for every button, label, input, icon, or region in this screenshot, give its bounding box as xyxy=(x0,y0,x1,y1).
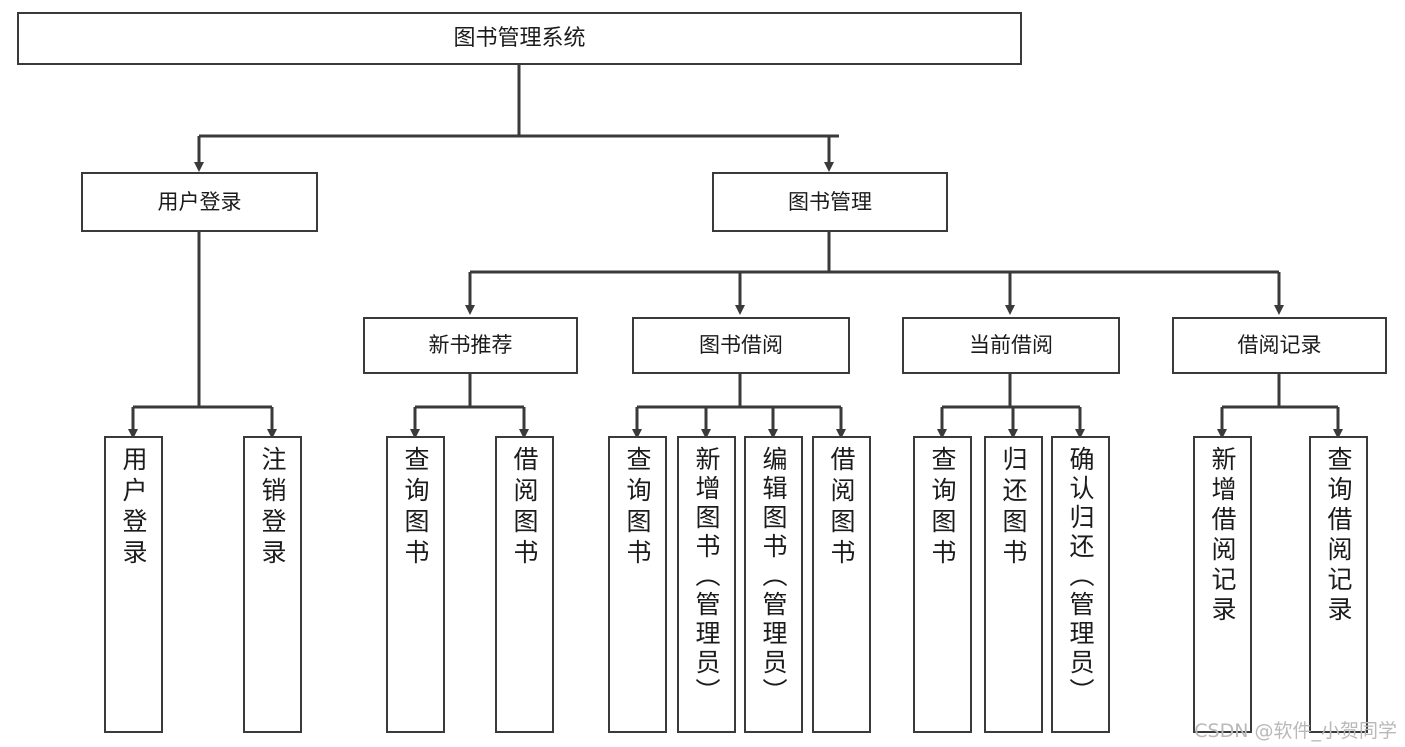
node-root-label: 图书管理系统 xyxy=(453,25,586,51)
leaf-borrow-record-query[interactable]: 查询借阅记录 xyxy=(1309,436,1368,733)
leaf-new-book-query[interactable]: 查询图书 xyxy=(386,436,445,733)
leaf-current-borrow-confirm[interactable]: 确认归还（管理员） xyxy=(1051,436,1110,733)
leaf-book-borrow-add[interactable]: 新增图书（管理员） xyxy=(677,436,736,733)
leaf-book-borrow-edit-label: 编辑图书（管理员） xyxy=(759,446,788,707)
leaf-book-borrow-borrow-label: 借阅图书 xyxy=(827,446,856,570)
node-new-book-recommend[interactable]: 新书推荐 xyxy=(363,317,578,374)
node-book-management[interactable]: 图书管理 xyxy=(712,172,948,232)
leaf-current-borrow-query[interactable]: 查询图书 xyxy=(913,436,972,733)
node-book-management-label: 图书管理 xyxy=(788,189,872,214)
leaf-borrow-record-add[interactable]: 新增借阅记录 xyxy=(1193,436,1252,733)
node-new-book-recommend-label: 新书推荐 xyxy=(428,333,513,358)
leaf-book-borrow-borrow[interactable]: 借阅图书 xyxy=(812,436,871,733)
leaf-new-book-borrow-label: 借阅图书 xyxy=(510,446,539,570)
leaf-current-borrow-confirm-label: 确认归还（管理员） xyxy=(1066,446,1095,707)
leaf-borrow-record-add-label: 新增借阅记录 xyxy=(1208,446,1237,626)
leaf-current-borrow-return-label: 归还图书 xyxy=(999,446,1028,570)
node-current-borrow-label: 当前借阅 xyxy=(969,333,1053,358)
leaf-new-book-query-label: 查询图书 xyxy=(401,446,430,570)
leaf-new-book-borrow[interactable]: 借阅图书 xyxy=(495,436,554,733)
leaf-user-login-signin-label: 用户登录 xyxy=(119,446,148,570)
leaf-book-borrow-query-label: 查询图书 xyxy=(623,446,652,570)
node-book-borrow[interactable]: 图书借阅 xyxy=(632,317,850,374)
leaf-book-borrow-query[interactable]: 查询图书 xyxy=(608,436,667,733)
leaf-current-borrow-query-label: 查询图书 xyxy=(928,446,957,570)
node-borrow-record[interactable]: 借阅记录 xyxy=(1172,317,1387,374)
node-user-login-label: 用户登录 xyxy=(157,189,242,214)
leaf-current-borrow-return[interactable]: 归还图书 xyxy=(984,436,1043,733)
node-user-login[interactable]: 用户登录 xyxy=(81,172,318,232)
node-borrow-record-label: 借阅记录 xyxy=(1237,333,1322,358)
leaf-user-login-signin[interactable]: 用户登录 xyxy=(104,436,163,733)
leaf-book-borrow-edit[interactable]: 编辑图书（管理员） xyxy=(744,436,803,733)
leaf-user-login-signout-label: 注销登录 xyxy=(258,446,287,570)
leaf-book-borrow-add-label: 新增图书（管理员） xyxy=(692,446,721,707)
node-root[interactable]: 图书管理系统 xyxy=(17,12,1022,65)
leaf-borrow-record-query-label: 查询借阅记录 xyxy=(1324,446,1353,626)
node-current-borrow[interactable]: 当前借阅 xyxy=(902,317,1120,374)
leaf-user-login-signout[interactable]: 注销登录 xyxy=(243,436,302,733)
node-book-borrow-label: 图书借阅 xyxy=(699,333,783,358)
